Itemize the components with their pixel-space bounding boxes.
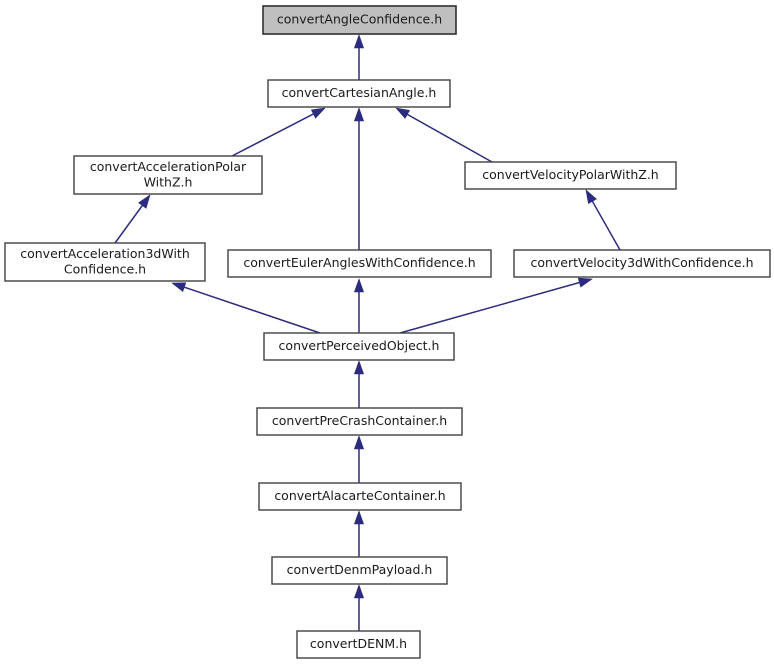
edge-arrowhead-icon (577, 277, 593, 288)
dependency-edge (353, 278, 365, 333)
graph-node-denm[interactable]: convertDENM.h (296, 630, 421, 659)
graph-node-perceivedObject[interactable]: convertPerceivedObject.h (263, 332, 455, 361)
node-label: convertCartesianAngle.h (282, 85, 437, 100)
edge-line (184, 286, 321, 334)
edges-layer (114, 34, 621, 631)
graph-node-angleConfidence[interactable]: convertAngleConfidence.h (262, 5, 457, 35)
node-box[interactable] (227, 249, 492, 278)
node-box[interactable] (513, 249, 771, 278)
node-label: convertEulerAnglesWithConfidence.h (243, 255, 475, 270)
graph-node-velocity3dWithConfidence[interactable]: convertVelocity3dWithConfidence.h (513, 249, 771, 278)
nodes-layer: convertAngleConfidence.h convertCartesian… (4, 5, 771, 659)
node-box[interactable] (4, 242, 206, 282)
node-label: convertAcceleration3dWith (20, 246, 190, 261)
edge-arrowhead-icon (171, 282, 187, 293)
node-label: convertPerceivedObject.h (279, 338, 440, 353)
node-label: convertVelocityPolarWithZ.h (482, 167, 658, 182)
dependency-edge (353, 360, 365, 408)
edge-arrowhead-icon (395, 107, 411, 119)
dependency-edge (353, 107, 365, 250)
dependency-edge (231, 107, 326, 157)
edge-arrowhead-icon (138, 194, 151, 209)
graph-node-preCrashContainer[interactable]: convertPreCrashContainer.h (256, 407, 463, 436)
node-box[interactable] (296, 630, 421, 659)
dependency-edge (114, 194, 151, 244)
node-box[interactable] (256, 407, 463, 436)
edge-line (114, 205, 143, 244)
graph-node-denmPayload[interactable]: convertDenmPayload.h (271, 556, 448, 585)
node-label: convertVelocity3dWithConfidence.h (530, 255, 753, 270)
edge-arrowhead-icon (353, 107, 365, 122)
graph-node-cartesianAngle[interactable]: convertCartesianAngle.h (267, 79, 451, 108)
edge-line (231, 113, 314, 157)
dependency-edge (585, 189, 621, 251)
edge-arrowhead-icon (353, 278, 365, 293)
edge-line (591, 200, 621, 251)
dependency-edge (399, 277, 593, 334)
node-label: WithZ.h (144, 174, 193, 189)
dependency-edge (353, 34, 365, 80)
dependency-edge (353, 584, 365, 631)
node-label: convertAccelerationPolar (90, 159, 247, 174)
edge-arrowhead-icon (353, 584, 365, 599)
node-box[interactable] (73, 155, 263, 195)
edge-arrowhead-icon (585, 189, 597, 205)
node-label: convertAngleConfidence.h (277, 12, 442, 27)
graph-node-velocityPolarWithZ[interactable]: convertVelocityPolarWithZ.h (464, 161, 677, 190)
graph-node-alacarteContainer[interactable]: convertAlacarteContainer.h (258, 482, 462, 511)
edge-line (399, 281, 580, 334)
node-label: convertDENM.h (310, 636, 407, 651)
dependency-edge (395, 107, 493, 163)
dependency-edge (353, 435, 365, 483)
dependency-edge (353, 510, 365, 557)
node-box[interactable] (271, 556, 448, 585)
dependency-edge (171, 282, 321, 334)
node-label: convertDenmPayload.h (287, 562, 433, 577)
node-box[interactable] (267, 79, 451, 108)
node-label: convertAlacarteContainer.h (274, 488, 445, 503)
node-box[interactable] (464, 161, 677, 190)
node-label: Confidence.h (64, 261, 146, 276)
edge-arrowhead-icon (310, 107, 326, 119)
edge-arrowhead-icon (353, 510, 365, 525)
node-box[interactable] (258, 482, 462, 511)
edge-arrowhead-icon (353, 34, 365, 49)
node-box[interactable] (262, 5, 457, 35)
edge-arrowhead-icon (353, 435, 365, 450)
graph-node-eulerAnglesWithConfidence[interactable]: convertEulerAnglesWithConfidence.h (227, 249, 492, 278)
edge-arrowhead-icon (353, 360, 365, 375)
edge-line (406, 113, 493, 163)
node-label: convertPreCrashContainer.h (272, 413, 447, 428)
node-box[interactable] (263, 332, 455, 361)
